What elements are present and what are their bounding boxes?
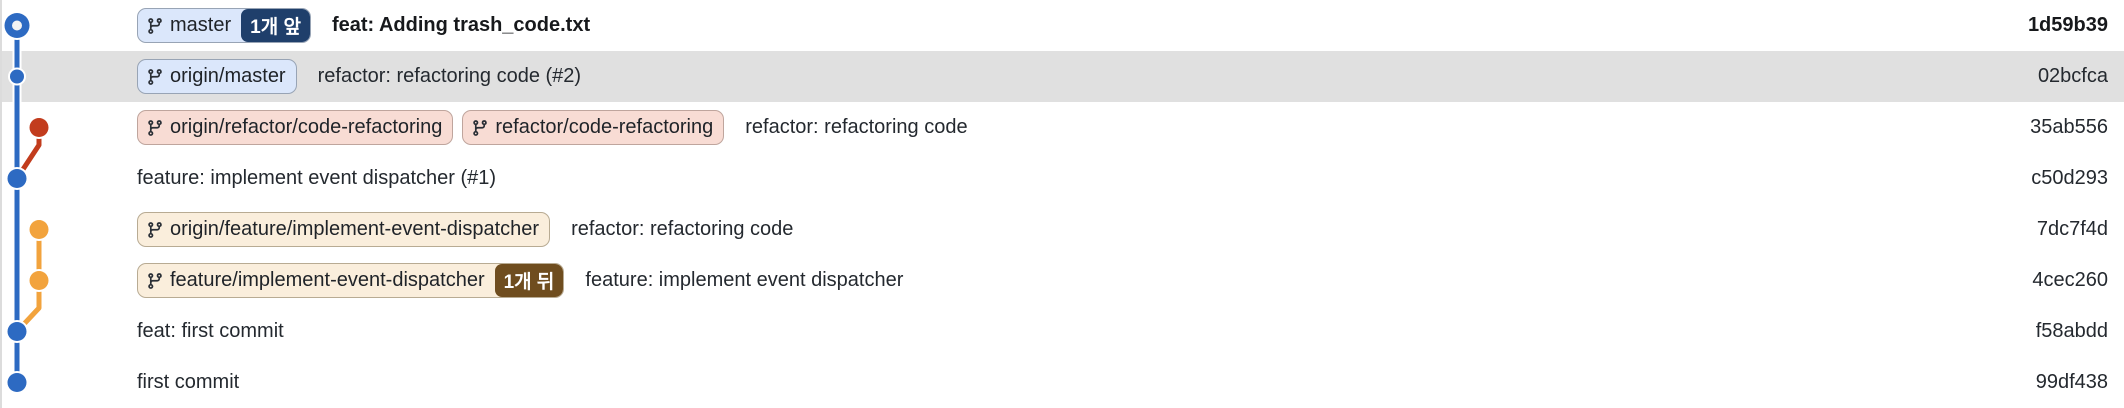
commit-row-1d59b39[interactable]: master 1개 앞 feat: Adding trash_code.txt 1… [2,0,2124,51]
branch-ref-main: origin/feature/implement-event-dispatche… [138,213,549,246]
commit-row-4cec260[interactable]: feature/implement-event-dispatcher 1개 뒤 f… [2,255,2124,306]
commit-hash: 99df438 [2035,371,2108,393]
git-branch-icon [148,272,162,289]
branch-ref-label: origin/refactor/code-refactoring [170,116,443,138]
commit-row-c50d293[interactable]: feature: implement event dispatcher (#1)… [2,153,2124,204]
ref-pills: origin/feature/implement-event-dispatche… [137,212,559,247]
commit-row-99df438[interactable]: first commit 99df438 [2,357,2124,408]
commit-message: feature: implement event dispatcher [585,269,904,291]
branch-ref-pill[interactable]: origin/master [137,59,297,94]
branch-ref-label: origin/master [170,65,286,87]
commit-hash: c50d293 [2031,167,2108,189]
commit-message: feat: Adding trash_code.txt [331,14,591,36]
branch-ref-label: refactor/code-refactoring [495,116,714,138]
ref-pills: origin/refactor/code-refactoring refactor… [137,110,733,145]
commit-row-f58abdd[interactable]: feat: first commit f58abdd [2,306,2124,357]
commit-row-35ab556[interactable]: origin/refactor/code-refactoring refactor… [2,102,2124,153]
commit-hash: 1d59b39 [2027,14,2108,36]
branch-ref-pill[interactable]: feature/implement-event-dispatcher 1개 뒤 [137,263,565,298]
branch-ref-label: master [170,14,232,36]
branch-ref-main: origin/refactor/code-refactoring [138,111,452,144]
ref-pills: master 1개 앞 [137,8,320,43]
ref-ahead-behind-badge: 1개 앞 [241,9,310,42]
branch-ref-main: feature/implement-event-dispatcher [138,264,495,297]
git-branch-icon [148,221,162,238]
git-branch-icon [148,119,162,136]
commit-message: refactor: refactoring code [745,116,968,138]
commit-message: feature: implement event dispatcher (#1) [137,167,497,189]
commit-row-02bcfca[interactable]: origin/master refactor: refactoring code… [2,51,2124,102]
commit-message: refactor: refactoring code (#2) [317,65,582,87]
branch-ref-pill[interactable]: origin/feature/implement-event-dispatche… [137,212,551,247]
git-branch-icon [473,119,488,136]
branch-ref-pill[interactable]: origin/refactor/code-refactoring [137,110,454,145]
branch-ref-label: feature/implement-event-dispatcher [170,269,485,291]
commit-message: refactor: refactoring code [571,218,794,240]
commit-hash: 02bcfca [2037,65,2108,87]
commit-hash: 7dc7f4d [2036,218,2108,240]
commit-row-7dc7f4d[interactable]: origin/feature/implement-event-dispatche… [2,204,2124,255]
commit-hash: f58abdd [2035,320,2108,342]
branch-ref-label: origin/feature/implement-event-dispatche… [170,218,540,240]
branch-ref-pill[interactable]: refactor/code-refactoring [462,110,725,145]
branch-ref-main: master [138,9,241,42]
commit-hash: 35ab556 [2030,116,2108,138]
git-branch-icon [148,68,162,85]
git-branch-icon [148,17,162,34]
branch-ref-pill[interactable]: master 1개 앞 [137,8,311,43]
ref-pills: origin/master [137,59,306,94]
commit-message: feat: first commit [137,320,284,342]
branch-ref-main: refactor/code-refactoring [463,111,723,144]
commit-message: first commit [137,371,240,393]
ref-ahead-behind-badge: 1개 뒤 [494,264,564,297]
branch-ref-main: origin/master [138,60,296,93]
ref-pills: feature/implement-event-dispatcher 1개 뒤 [137,263,573,298]
commit-hash: 4cec260 [2032,269,2108,291]
